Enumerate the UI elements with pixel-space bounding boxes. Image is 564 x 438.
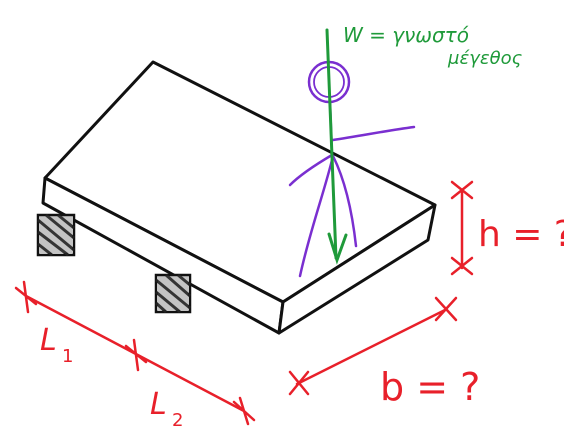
support-left xyxy=(36,213,76,257)
svg-text:2: 2 xyxy=(172,410,183,431)
length-dimension xyxy=(14,280,256,426)
length1-label: L 1 xyxy=(40,323,73,367)
weight-label-line2: μέγεθος xyxy=(447,48,523,69)
svg-text:L: L xyxy=(150,387,167,422)
person-leg-left xyxy=(298,154,335,278)
person-arm-right xyxy=(331,125,416,142)
person-arm-left xyxy=(288,153,334,187)
person-leg-right xyxy=(331,154,358,248)
arrow-head xyxy=(327,232,348,265)
weight-label: W = γνωστό xyxy=(343,23,469,47)
height-dimension xyxy=(450,180,474,276)
support-middle xyxy=(154,273,192,314)
length2-label: L 2 xyxy=(150,387,183,431)
width-dimension xyxy=(288,296,458,396)
width-label: b = ? xyxy=(380,365,480,409)
svg-text:1: 1 xyxy=(62,346,73,367)
weight-arrow xyxy=(325,28,348,265)
slab-side-face xyxy=(277,203,437,335)
svg-text:L: L xyxy=(40,323,57,358)
height-label: h = ? xyxy=(478,214,564,255)
